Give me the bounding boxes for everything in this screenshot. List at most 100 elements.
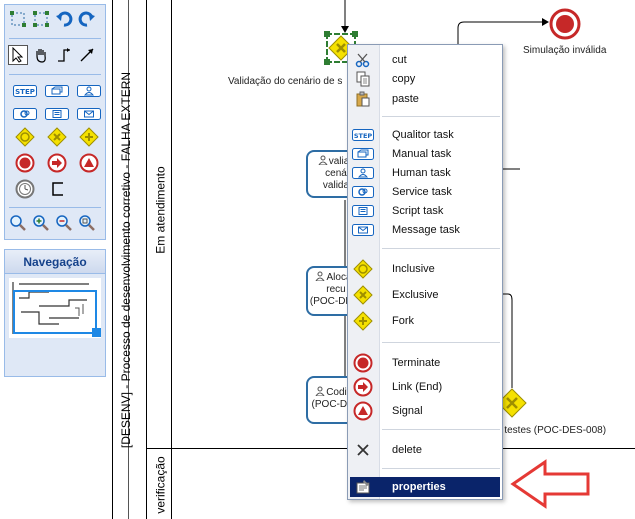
inclusive-gateway-icon[interactable] [15,127,35,147]
timer-event-icon[interactable] [15,179,35,199]
context-menu-icon-gutter [348,45,380,499]
menu-separator [382,342,500,343]
menu-item-terminate[interactable]: Terminate [350,353,500,373]
menu-item-inclusive[interactable]: Inclusive [350,259,500,279]
zoom-in-icon[interactable] [31,213,51,233]
step-task-icon: STEP [350,128,376,142]
script-task-icon[interactable] [45,104,69,124]
menu-item-properties[interactable]: properties [350,477,500,497]
zoom-fit-icon[interactable] [77,213,97,233]
menu-item-label: Message task [392,224,460,236]
menu-item-link-end[interactable]: Link (End) [350,377,500,397]
task-line: (POC-DES- [309,296,363,307]
task-line: Codific [308,386,364,399]
menu-item-paste[interactable]: paste [350,89,500,109]
exclusive-gateway-right[interactable] [497,388,527,418]
exclusive-gateway-icon [350,285,376,305]
human-task-icon[interactable] [77,81,101,101]
annotation-icon[interactable] [47,179,67,199]
right-task-label: e testes (POC-DES-008) [496,425,607,436]
service-task-icon[interactable] [13,104,37,124]
link-end-icon[interactable] [47,153,67,173]
task-line: cená [325,168,347,179]
exclusive-gateway-icon[interactable] [47,127,67,147]
zoom-out-icon[interactable] [54,213,74,233]
menu-item-qualitor-task[interactable]: STEP Qualitor task [350,125,500,145]
canvas-left-border [112,0,113,519]
delete-icon [350,442,376,458]
selection-handle[interactable] [352,31,358,37]
select-all-icon[interactable] [8,9,28,29]
selection-handle[interactable] [324,59,330,65]
human-task-icon [318,155,328,165]
service-task-icon [350,185,376,199]
tool-palette: STEP [4,4,106,240]
navigation-panel: Navegação [4,249,106,377]
script-task-icon [350,204,376,218]
menu-item-message-task[interactable]: Message task [350,220,500,240]
human-task-icon [350,166,376,180]
manual-task-icon [350,147,376,161]
undo-icon[interactable] [54,9,74,29]
menu-item-label: properties [392,481,446,493]
paste-icon [350,91,376,107]
menu-separator [382,116,500,117]
navigation-viewport[interactable] [13,290,97,334]
navigation-title: Navegação [5,250,105,274]
menu-item-label: Link (End) [392,381,443,393]
zoom-icon[interactable] [8,213,28,233]
menu-item-signal[interactable]: Signal [350,401,500,421]
fork-gateway-icon[interactable] [79,127,99,147]
menu-item-label: Human task [392,167,451,179]
signal-end-icon [350,401,376,421]
selection-handle[interactable] [324,31,330,37]
menu-item-label: Script task [392,205,444,217]
menu-item-label: Signal [392,405,423,417]
svg-text:STEP: STEP [15,88,35,96]
terminate-end-icon [350,353,376,373]
copy-icon [350,71,376,87]
menu-item-label: Manual task [392,148,452,160]
menu-item-manual-task[interactable]: Manual task [350,144,500,164]
task-line-text: valiaç [328,156,355,167]
menu-item-label: Terminate [392,357,441,369]
manual-task-icon[interactable] [45,81,69,101]
task-line-text: Alocaç [326,272,357,283]
group-select-icon[interactable] [31,9,51,29]
step-task-icon[interactable]: STEP [13,81,37,101]
task-line: valiaç [308,155,364,168]
task-line: valida [322,180,350,191]
menu-item-service-task[interactable]: Service task [350,182,500,202]
navigation-resize-handle[interactable] [92,328,101,337]
menu-item-label: paste [392,93,419,105]
menu-item-label: Exclusive [392,289,439,301]
task-line: Alocaç [308,271,364,284]
end-event-terminate[interactable] [549,8,581,40]
menu-item-script-task[interactable]: Script task [350,201,500,221]
pool-border [128,0,129,519]
menu-item-label: cut [392,54,407,66]
menu-item-fork[interactable]: Fork [350,311,500,331]
menu-item-label: Fork [392,315,414,327]
scissors-icon [350,52,376,68]
gateway-label: Validação do cenário de s [228,76,343,87]
menu-item-copy[interactable]: copy [350,69,500,89]
link-end-icon [350,377,376,397]
lane-header-divider [171,0,172,519]
menu-item-exclusive[interactable]: Exclusive [350,285,500,305]
hand-tool-icon[interactable] [31,45,51,65]
menu-item-label: Qualitor task [392,129,454,141]
pointer-tool-icon[interactable] [8,45,28,65]
terminate-end-icon[interactable] [15,153,35,173]
menu-item-human-task[interactable]: Human task [350,163,500,183]
signal-end-icon[interactable] [79,153,99,173]
human-task-icon [315,271,326,281]
menu-item-cut[interactable]: cut [350,50,500,70]
annotation-arrow-icon [510,459,590,509]
straight-connector-icon[interactable] [77,45,97,65]
end-event-label: Simulação inválida [523,45,607,56]
redo-icon[interactable] [77,9,97,29]
message-task-icon[interactable] [77,104,101,124]
menu-item-delete[interactable]: delete [350,440,500,460]
orthogonal-connector-icon[interactable] [54,45,74,65]
